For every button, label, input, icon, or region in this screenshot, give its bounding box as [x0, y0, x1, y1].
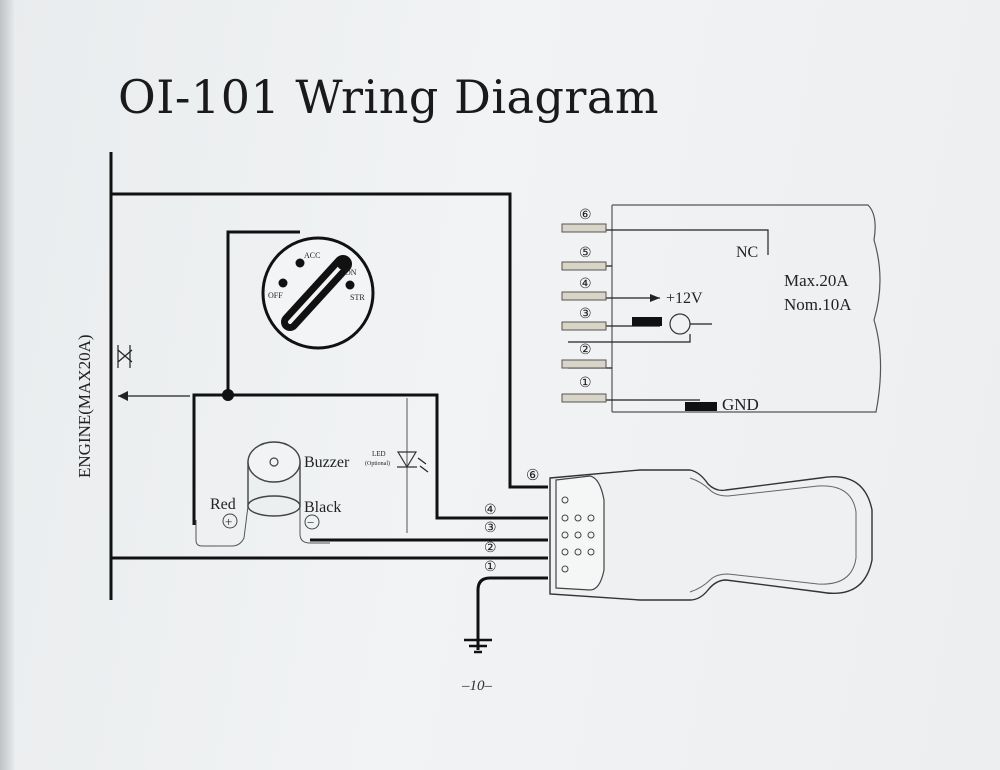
- page-number: –10–: [462, 678, 492, 694]
- relay-gnd-label: GND: [722, 395, 759, 414]
- relay-pin4-label: ④: [579, 277, 592, 292]
- relay-max-label: Max.20A: [784, 271, 849, 290]
- led-optional-label: (Optional): [365, 460, 390, 467]
- ground-symbol-icon: [464, 636, 492, 654]
- engine-block: ENGINE(MAX20A): [75, 152, 190, 600]
- relay-pin3-label: ③: [579, 307, 592, 322]
- ignition-acc-label: ACC: [304, 251, 320, 260]
- ignition-on-label: ON: [345, 268, 357, 277]
- buzzer: Buzzer Red + Black −: [195, 441, 350, 547]
- connector-pin3-label: ③: [484, 521, 497, 536]
- wire-ignition-acc: [226, 230, 300, 395]
- relay-pin-stubs: [561, 223, 607, 403]
- relay-nom-label: Nom.10A: [784, 295, 852, 314]
- ignition-str-label: STR: [350, 293, 365, 302]
- relay-pin1-label: ①: [579, 376, 592, 391]
- relay-pin5-label: ⑤: [579, 246, 592, 261]
- connector-pin4-label: ④: [484, 503, 497, 518]
- relay-nc-label: NC: [736, 244, 758, 261]
- red-label: Red: [210, 496, 236, 513]
- connector-pin2-label: ②: [484, 541, 497, 556]
- connector-pin1-label: ①: [484, 560, 497, 575]
- connector-pin6-label: ⑥: [526, 468, 539, 484]
- relay-box: ⑥ ⑤ ④ ③ ② ① NC +12V Max.20A Nom.10A GND: [561, 204, 882, 414]
- ignition-off-label: OFF: [268, 291, 283, 300]
- led-label: LED: [372, 450, 386, 458]
- buzzer-label: Buzzer: [304, 454, 350, 471]
- engine-label: ENGINE(MAX20A): [75, 334, 94, 478]
- diagram-title: OI-101 Wring Diagram: [118, 70, 659, 124]
- wire-bus-to-pin4: [192, 393, 548, 525]
- relay-pin6-label: ⑥: [579, 208, 592, 223]
- engine-terminal-symbol: [117, 345, 133, 368]
- module-connector: [549, 469, 873, 601]
- ignition-switch: ACC ON OFF STR: [226, 230, 375, 395]
- relay-12v-label: +12V: [666, 290, 703, 307]
- led-optional: LED (Optional): [365, 398, 429, 533]
- relay-pin2-label: ②: [579, 343, 592, 358]
- black-minus-symbol: −: [307, 515, 314, 530]
- red-plus-symbol: +: [225, 514, 232, 529]
- wire-top-to-pin6: [111, 192, 548, 489]
- wire-pin1-ground: [476, 576, 548, 650]
- black-label: Black: [304, 499, 341, 516]
